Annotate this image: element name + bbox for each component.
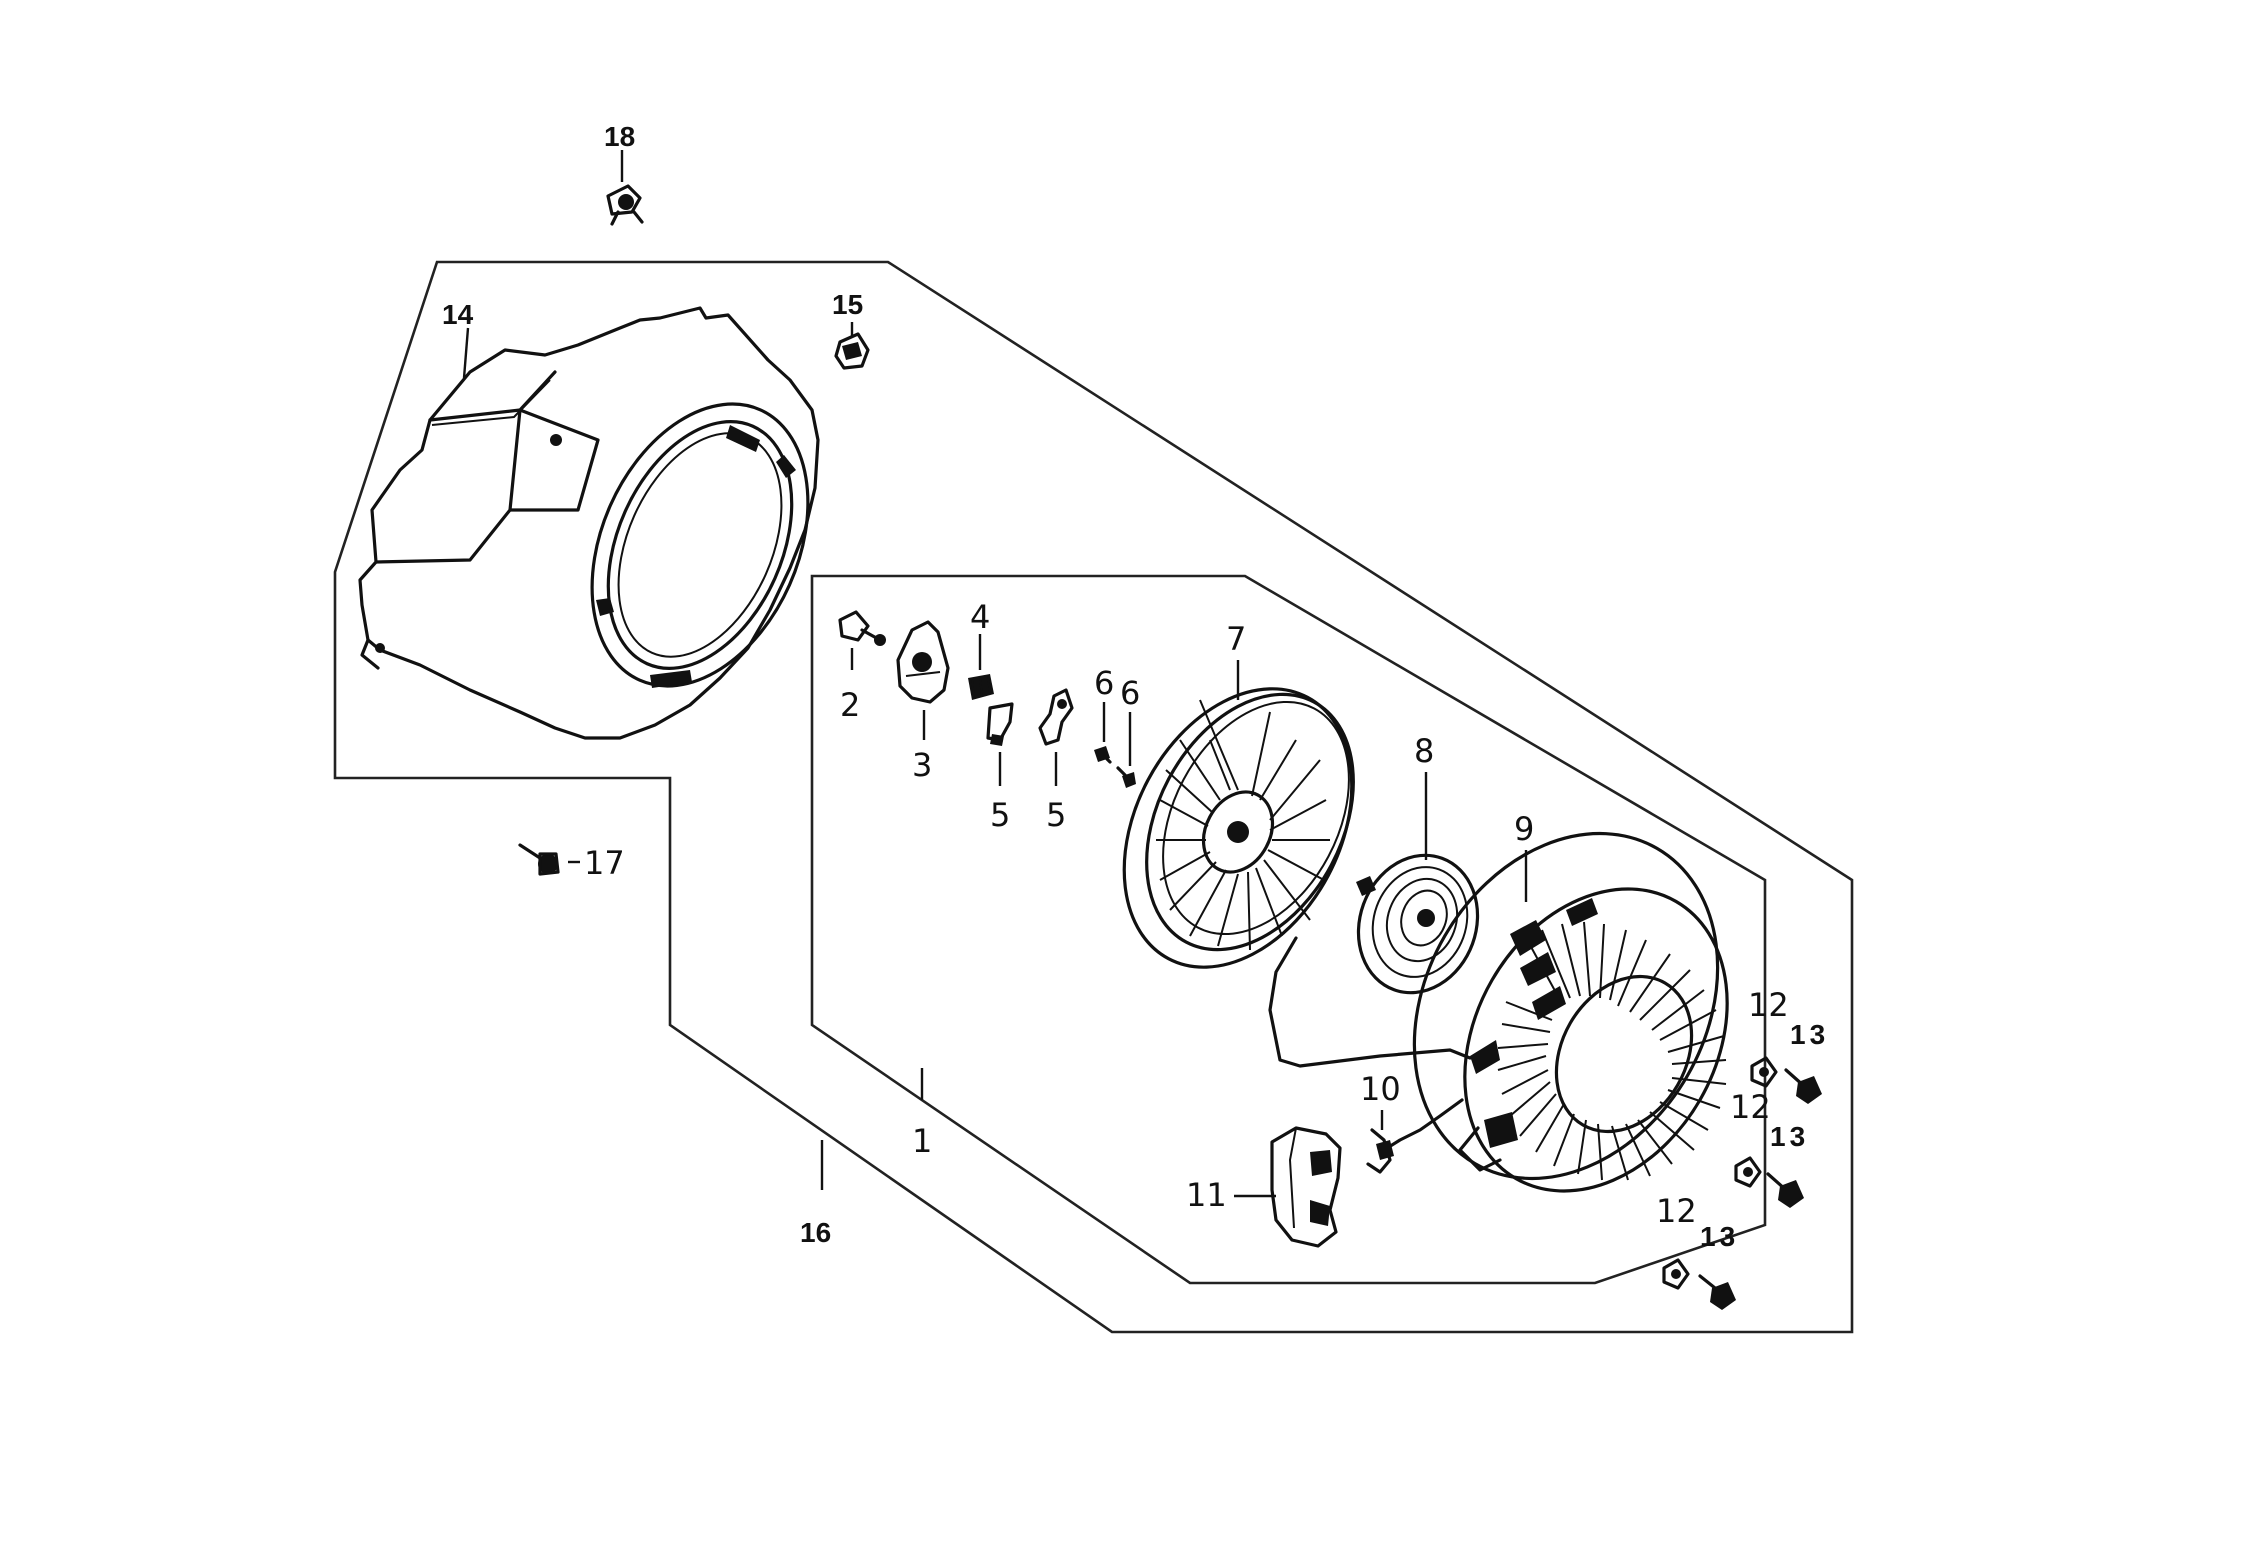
bolt-13a-icon <box>1784 1068 1822 1104</box>
callout-14: 14 <box>442 299 474 330</box>
callout-11: 11 <box>1186 1176 1227 1214</box>
callout-7: 7 <box>1226 620 1246 658</box>
spring-4-icon <box>968 674 994 700</box>
starter-pulley-icon <box>1122 687 1355 969</box>
callout-5a: 5 <box>990 796 1010 834</box>
callout-18: 18 <box>604 121 635 152</box>
clip-18-icon <box>606 184 644 226</box>
callout-9: 9 <box>1514 810 1534 848</box>
leader-lines <box>462 150 1528 1198</box>
assembly-1-frame <box>810 574 1767 1285</box>
washer-12c-icon <box>1662 1258 1690 1290</box>
washer-12a-icon <box>1750 1056 1778 1088</box>
callout-13a: 13 <box>1790 1019 1829 1050</box>
starter-rope <box>1268 936 1472 1152</box>
callout-12a: 12 <box>1748 986 1789 1024</box>
starter-grip-icon <box>1270 1126 1342 1248</box>
callout-12b: 12 <box>1730 1088 1771 1126</box>
callout-4: 4 <box>970 598 990 636</box>
callout-12c: 12 <box>1656 1192 1697 1230</box>
bolt-13b-icon <box>1766 1172 1804 1208</box>
callout-10: 10 <box>1360 1070 1401 1108</box>
screw-6a-icon <box>1094 746 1112 764</box>
starter-case-icon <box>1412 831 1729 1193</box>
callout-13b: 13 <box>1770 1121 1809 1152</box>
rope-clip-10-icon <box>1366 1128 1394 1174</box>
pawl-5a-icon <box>986 702 1014 746</box>
callout-8: 8 <box>1414 732 1434 770</box>
recoil-spring-icon <box>1356 853 1480 995</box>
callout-17: 17 <box>584 844 625 882</box>
callout-6a: 6 <box>1094 664 1114 702</box>
callout-16: 16 <box>800 1217 831 1248</box>
pawl-5b-icon <box>1038 688 1074 746</box>
bolt-13c-icon <box>1698 1274 1736 1310</box>
callout-15: 15 <box>832 289 863 320</box>
washer-12b-icon <box>1734 1156 1762 1188</box>
callout-1: 1 <box>912 1122 932 1160</box>
screw-6b-icon <box>1116 766 1136 788</box>
callout-3: 3 <box>912 746 932 784</box>
nut-15-icon <box>834 332 870 370</box>
callout-2: 2 <box>840 686 860 724</box>
assembly-16-frame <box>333 260 1854 1334</box>
callout-6b: 6 <box>1120 674 1140 712</box>
callout-5b: 5 <box>1046 796 1066 834</box>
callout-13c: 13 <box>1700 1221 1739 1252</box>
bolt-17-icon <box>518 843 560 876</box>
bolt-2-icon <box>838 610 886 646</box>
fan-cover-icon <box>358 306 820 740</box>
ratchet-3-icon <box>896 620 950 704</box>
